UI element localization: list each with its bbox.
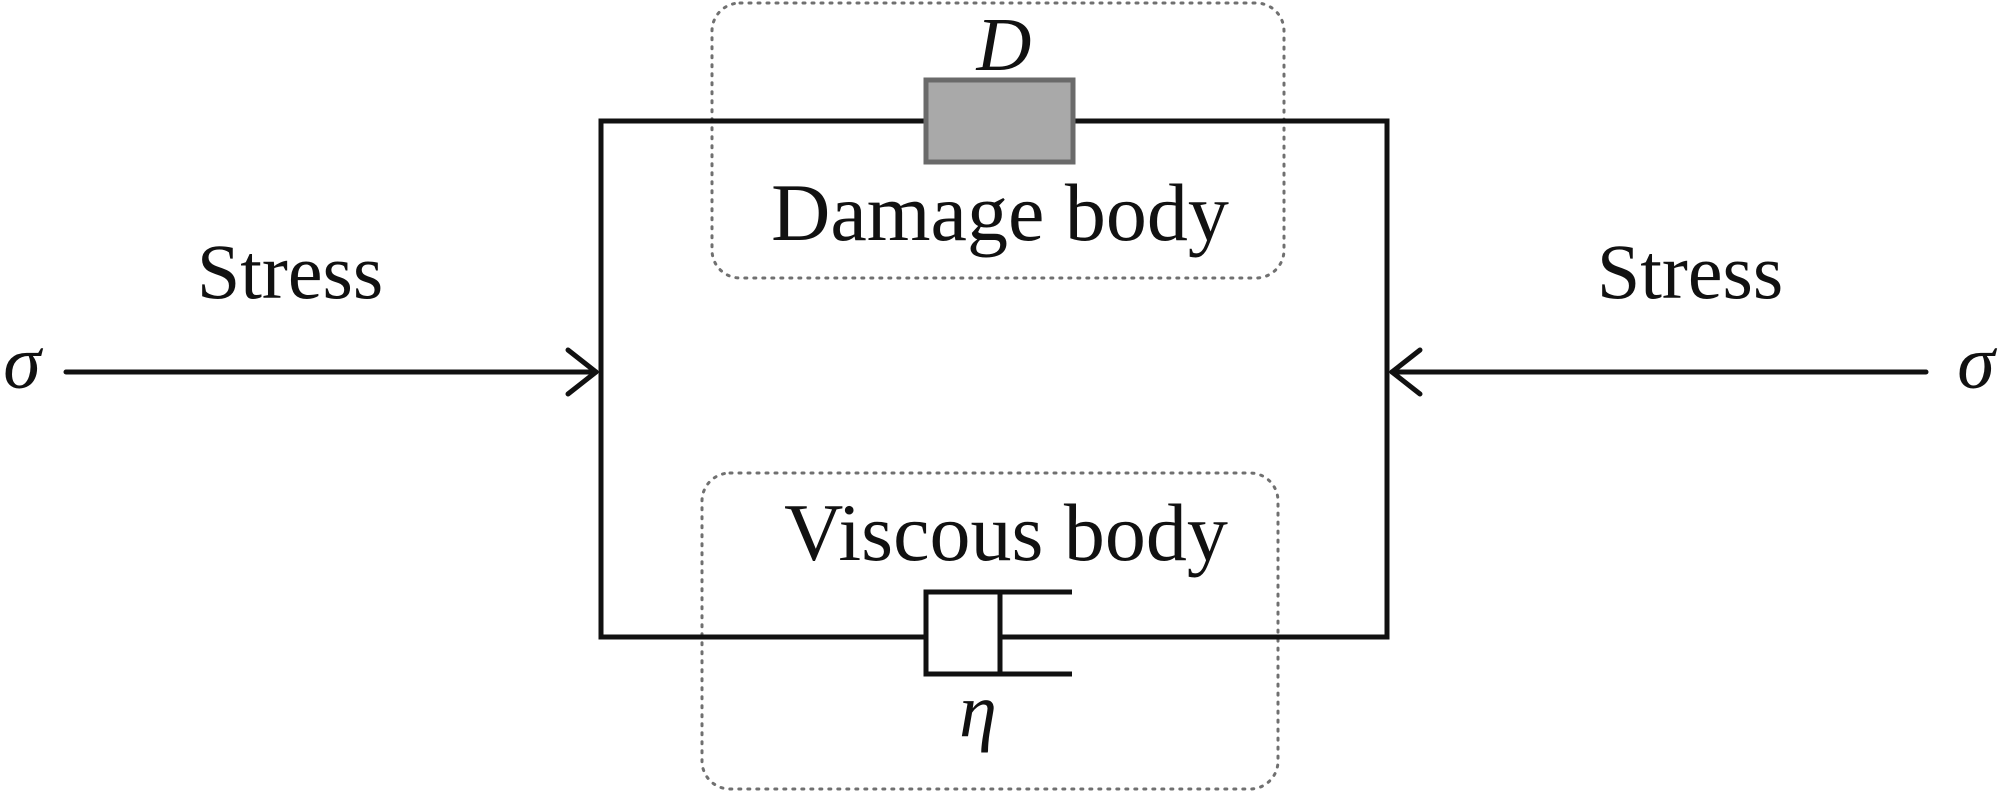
- arrow-left: [63, 347, 599, 397]
- viscous-body-group-outline: [700, 471, 1280, 791]
- damage-element: [923, 77, 1076, 165]
- arrow-right: [1389, 347, 1929, 397]
- damage-body-label: Damage body: [771, 167, 1229, 258]
- arrow-right-head: [1389, 347, 1423, 397]
- dashpot-element: [923, 589, 1072, 677]
- arrow-left-head: [565, 347, 599, 397]
- damage-symbol-label: D: [976, 3, 1032, 87]
- stress-label-left: Stress: [197, 228, 383, 315]
- dashpot-cylinder: [923, 589, 1003, 677]
- parallel-frame: [598, 118, 1390, 640]
- sigma-label-left: σ: [3, 321, 43, 405]
- sigma-label-right: σ: [1957, 321, 1997, 405]
- stress-label-right: Stress: [1597, 228, 1783, 315]
- viscous-symbol-label: η: [959, 669, 997, 753]
- damage-body-group-outline: [710, 1, 1286, 280]
- viscous-body-label: Viscous body: [784, 487, 1228, 578]
